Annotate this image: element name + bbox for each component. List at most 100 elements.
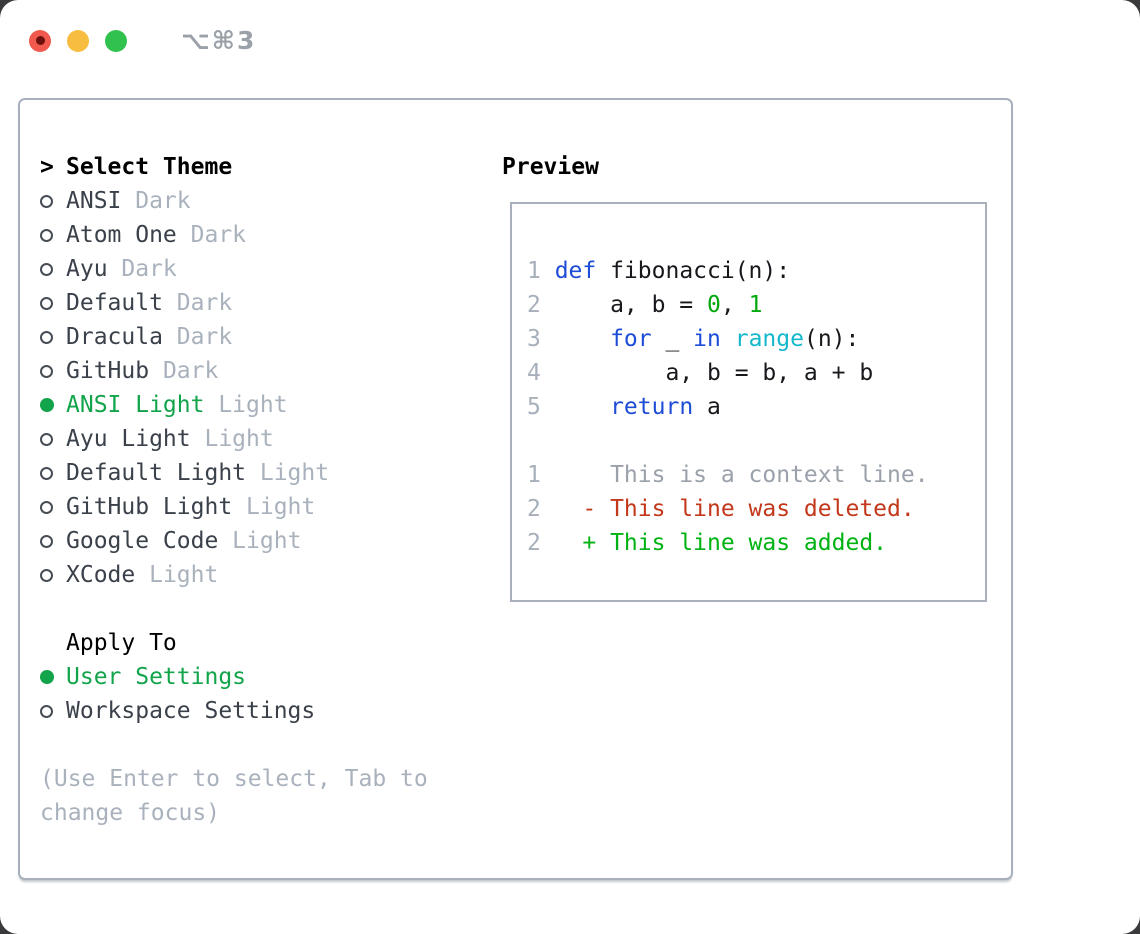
apply-option[interactable]: User Settings — [40, 660, 455, 694]
code-content: return a — [555, 394, 721, 420]
radio-unselected-icon — [40, 534, 53, 548]
theme-option-tag: Dark — [121, 188, 191, 214]
apply-option[interactable]: Workspace Settings — [40, 694, 455, 728]
line-number: 3 — [527, 326, 541, 352]
apply-option-label: User Settings — [66, 664, 247, 690]
theme-option-label: Atom One — [66, 222, 177, 248]
titlebar: ⌥⌘3 — [29, 26, 256, 55]
apply-to-header: Apply To — [40, 626, 455, 660]
radio-marker — [40, 262, 66, 276]
theme-option[interactable]: ANSI Light Light — [40, 388, 455, 422]
theme-option[interactable]: Google Code Light — [40, 524, 455, 558]
window-title: ⌥⌘3 — [181, 26, 257, 55]
code-line: 1 def fibonacci(n): — [527, 254, 985, 288]
line-number: 1 — [527, 258, 541, 284]
theme-option-tag: Dark — [162, 290, 233, 316]
radio-unselected-icon — [40, 432, 53, 446]
theme-option[interactable]: Default Light Light — [40, 456, 455, 490]
theme-option-label: GitHub Light — [66, 494, 233, 520]
apply-option-label: Workspace Settings — [66, 698, 316, 724]
radio-selected-icon — [40, 670, 54, 684]
code-line: 5 return a — [527, 390, 985, 424]
radio-marker — [40, 534, 66, 548]
theme-option[interactable]: XCode Light — [40, 558, 455, 592]
theme-option-tag: Light — [135, 562, 219, 588]
minimize-button[interactable] — [67, 29, 89, 52]
spacer — [40, 592, 455, 626]
code-line: 2 a, b = 0, 1 — [527, 288, 985, 322]
radio-marker — [40, 398, 66, 412]
token-plain: _ — [651, 326, 694, 352]
theme-option-label: Default Light — [66, 460, 247, 486]
line-number: 2 — [527, 292, 541, 318]
radio-marker — [40, 568, 66, 582]
theme-option-label: ANSI Light — [66, 392, 205, 418]
code-line: 3 for _ in range(n): — [527, 322, 985, 356]
radio-unselected-icon — [40, 194, 53, 208]
radio-unselected-icon — [40, 364, 53, 378]
radio-unselected-icon — [40, 228, 53, 242]
code-line: 4 a, b = b, a + b — [527, 356, 985, 390]
token-plain: a, b = — [554, 292, 708, 318]
radio-unselected-icon — [40, 262, 53, 276]
token-keyword: in — [693, 326, 721, 352]
radio-marker — [40, 704, 66, 718]
code-content: + This line was added. — [555, 530, 887, 556]
token-added: + This line was added. — [554, 530, 888, 556]
radio-marker — [40, 432, 66, 446]
close-indicator-dot — [35, 36, 45, 45]
theme-option-tag: Light — [246, 460, 330, 486]
token-plain — [555, 326, 610, 352]
radio-marker — [40, 500, 66, 514]
select-theme-header: > Select Theme — [40, 150, 455, 184]
code-line — [527, 424, 985, 458]
radio-marker — [40, 670, 66, 684]
code-line: 2 - This line was deleted. — [527, 492, 985, 526]
theme-option[interactable]: Ayu Light Light — [40, 422, 455, 456]
zoom-button[interactable] — [105, 29, 127, 52]
token-plain: a, b = b, a + b — [554, 360, 874, 386]
theme-option-label: Default — [66, 290, 163, 316]
theme-option-tag: Light — [232, 494, 316, 520]
radio-marker — [40, 296, 66, 310]
code-content: This is a context line. — [555, 462, 929, 488]
code-content: def fibonacci(n): — [555, 258, 790, 284]
theme-option[interactable]: ANSI Dark — [40, 184, 455, 218]
token-plain — [555, 394, 610, 420]
token-deleted: - This line was deleted. — [554, 496, 915, 522]
token-builtin: range — [734, 326, 804, 352]
code-content: for _ in range(n): — [555, 326, 859, 352]
token-plain: , — [720, 292, 749, 318]
token-number: 0 — [707, 292, 721, 318]
radio-marker — [40, 194, 66, 208]
token-plain: fibonacci(n): — [596, 258, 791, 284]
line-number: 2 — [527, 496, 541, 522]
token-keyword: for — [610, 326, 652, 352]
token-plain — [721, 326, 735, 352]
theme-option[interactable]: GitHub Light Light — [40, 490, 455, 524]
theme-option-label: GitHub — [66, 358, 150, 384]
theme-option-tag: Light — [190, 426, 274, 452]
line-number: 5 — [527, 394, 541, 420]
theme-option[interactable]: Ayu Dark — [40, 252, 455, 286]
theme-option[interactable]: Atom One Dark — [40, 218, 455, 252]
theme-option[interactable]: Default Dark — [40, 286, 455, 320]
code-line: 2 + This line was added. — [527, 526, 985, 560]
radio-unselected-icon — [40, 568, 53, 582]
theme-option-tag: Light — [218, 528, 302, 554]
close-button[interactable] — [29, 29, 51, 52]
preview-title: Preview — [502, 154, 599, 180]
theme-option-label: Google Code — [66, 528, 219, 554]
theme-option-label: XCode — [66, 562, 136, 588]
radio-unselected-icon — [40, 330, 53, 344]
theme-option[interactable]: Dracula Dark — [40, 320, 455, 354]
code-content: a, b = b, a + b — [554, 360, 874, 386]
theme-option[interactable]: GitHub Dark — [40, 354, 455, 388]
select-theme-title: Select Theme — [66, 154, 233, 180]
prompt-caret-icon: > — [40, 154, 54, 180]
radio-marker — [40, 364, 66, 378]
